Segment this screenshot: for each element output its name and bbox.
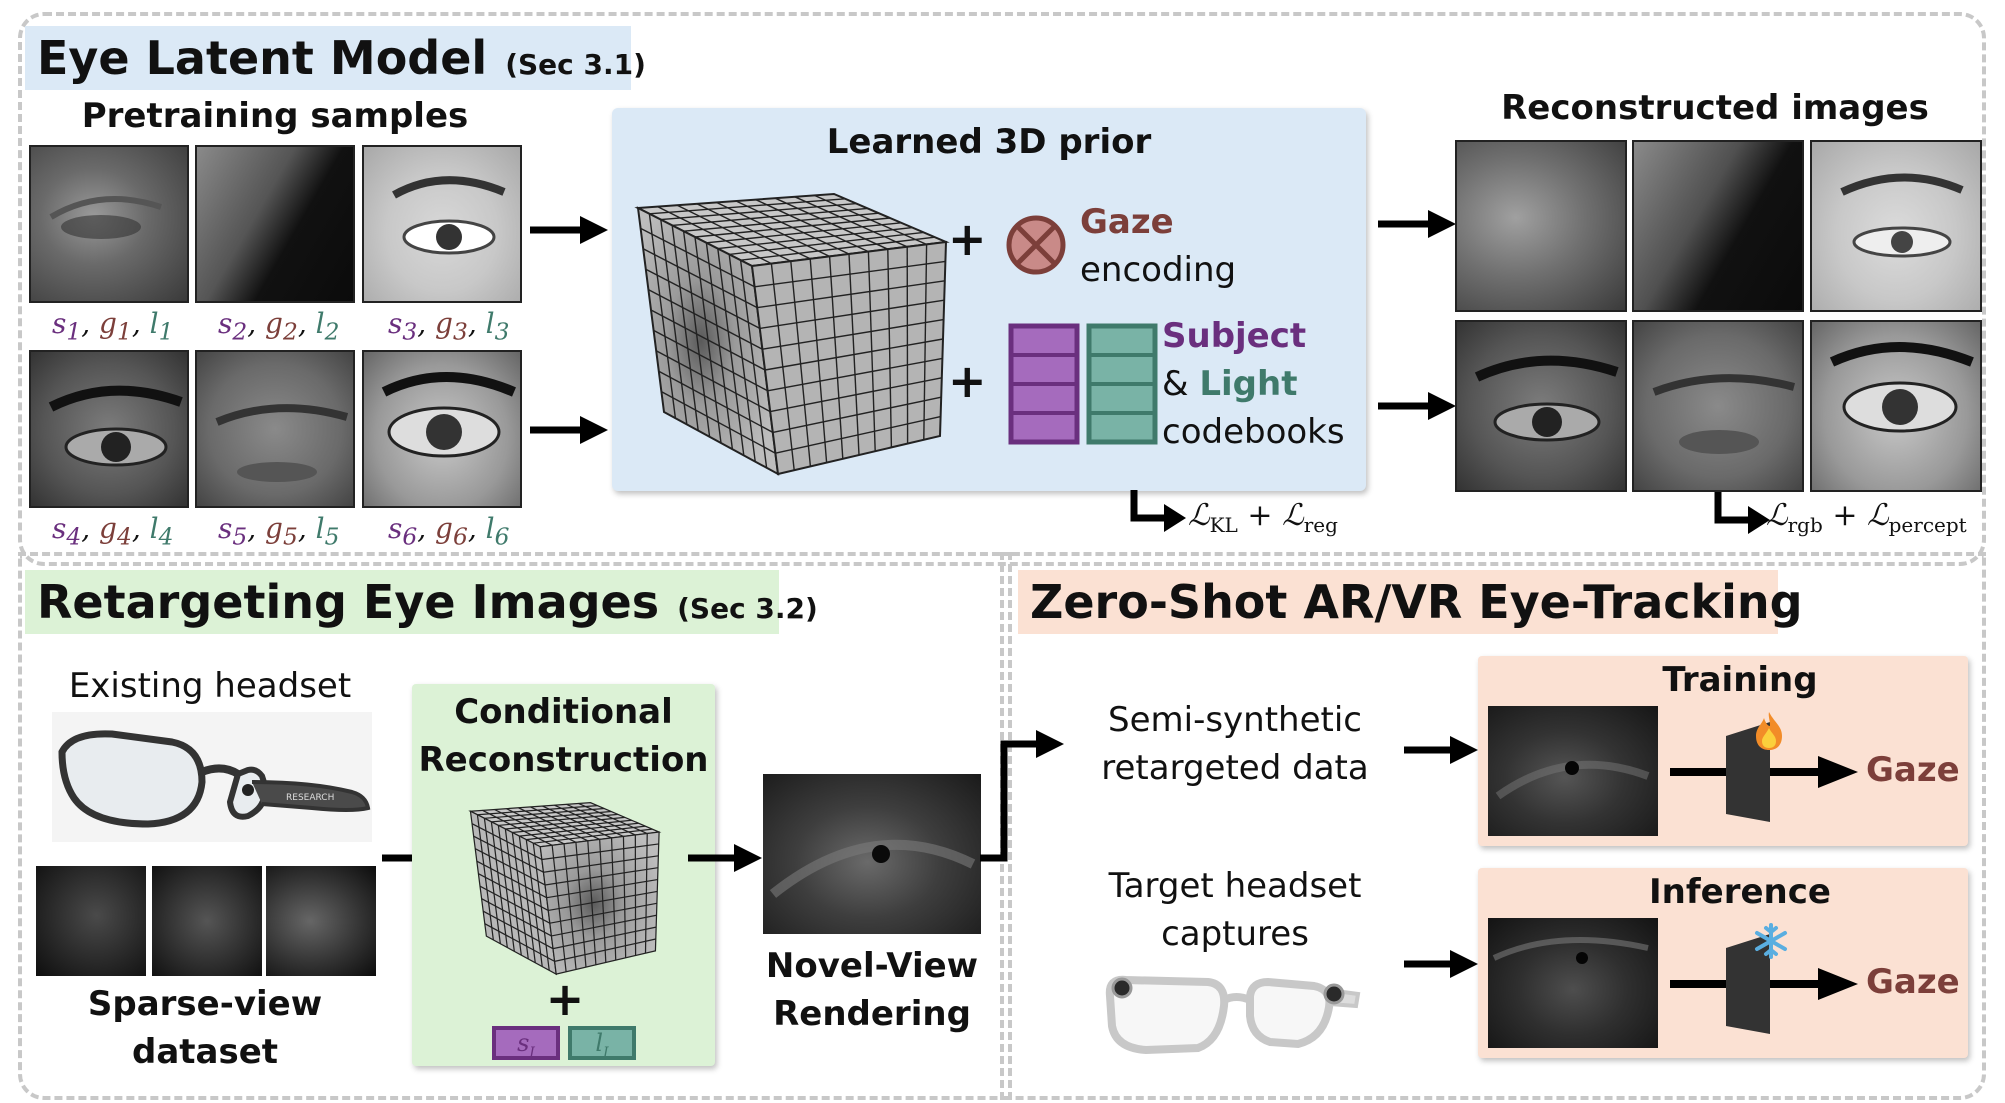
sparse-view-label-line2: dataset xyxy=(131,1032,279,1072)
gaze-word: Gaze xyxy=(1080,202,1174,242)
reconstructed-image-4 xyxy=(1455,320,1627,492)
inference-network-arrow xyxy=(1670,934,1858,1034)
arrow-novel-to-semi-synthetic xyxy=(980,730,1064,862)
pretraining-sample-4 xyxy=(29,350,189,508)
light-line: & Light xyxy=(1162,364,1297,404)
light-code-box: lI xyxy=(568,1026,636,1061)
semi-synthetic-line1: Semi-synthetic xyxy=(1108,700,1362,740)
sample-caption-4: s4, g4, l4 xyxy=(52,512,174,551)
retargeting-title: Retargeting Eye Images xyxy=(37,575,660,629)
retargeting-header: Retargeting Eye Images (Sec 3.2) xyxy=(25,570,818,634)
bottom-left-frame xyxy=(18,552,1012,1100)
light-codebook-icon xyxy=(1086,323,1158,445)
sample-caption-5: s5, g5, l5 xyxy=(218,512,340,551)
training-label: Training xyxy=(1662,660,1818,700)
arrow-samples-to-prior-bottom xyxy=(530,416,608,444)
pretraining-sample-6 xyxy=(362,350,522,508)
reconstructed-image-6 xyxy=(1810,320,1982,492)
subject-codebook-icon xyxy=(1008,323,1080,445)
inference-label: Inference xyxy=(1649,872,1831,912)
subject-word: Subject xyxy=(1162,316,1307,356)
plus-codebooks: + xyxy=(948,354,987,408)
arrow-recon-to-novel-view xyxy=(688,844,762,872)
reconstructed-image-1 xyxy=(1455,140,1627,312)
arrow-semi-to-training xyxy=(1404,736,1478,764)
conditional-grid-cube xyxy=(468,802,662,976)
arrow-prior-to-recon-bottom xyxy=(1378,392,1456,420)
target-headset-image xyxy=(1105,975,1361,1055)
sample-caption-1: s1, g1, l1 xyxy=(52,307,174,346)
loss-recon-elbow-arrow xyxy=(1714,492,1770,534)
existing-headset-label: Existing headset xyxy=(68,666,352,706)
cond-recon-line1: Conditional xyxy=(454,692,673,732)
training-network-arrow xyxy=(1670,722,1858,822)
snowflake-icon xyxy=(1755,923,1787,959)
amp-symbol: & xyxy=(1162,364,1189,404)
cond-recon-plus: + xyxy=(545,972,585,1026)
pretraining-sample-2 xyxy=(195,145,355,303)
eye-latent-model-header: Eye Latent Model (Sec 3.1) xyxy=(25,26,646,90)
zero-shot-header: Zero-Shot AR/VR Eye-Tracking xyxy=(1018,570,1803,634)
gaze-encoding-icon xyxy=(1006,215,1066,275)
reconstructed-images-label: Reconstructed images xyxy=(1501,88,1929,128)
pretraining-sample-1 xyxy=(29,145,189,303)
learned-3d-prior-title: Learned 3D prior xyxy=(826,122,1152,162)
light-word: Light xyxy=(1199,364,1298,404)
subject-code-box: sI xyxy=(492,1026,560,1061)
retargeting-sec: (Sec 3.2) xyxy=(677,592,818,625)
eye-latent-model-title: Eye Latent Model xyxy=(37,31,488,85)
sample-caption-3: s3, g3, l3 xyxy=(388,307,510,346)
reconstructed-image-5 xyxy=(1632,320,1804,492)
fire-icon xyxy=(1756,712,1782,750)
zero-shot-title: Zero-Shot AR/VR Eye-Tracking xyxy=(1030,575,1803,629)
sparse-view-image-3 xyxy=(266,866,376,976)
eye-latent-model-sec: (Sec 3.1) xyxy=(505,48,646,81)
cond-recon-line2: Reconstruction xyxy=(418,740,709,780)
encoding-word: encoding xyxy=(1080,250,1237,290)
reconstructed-image-3 xyxy=(1810,140,1982,312)
novel-view-line2: Rendering xyxy=(773,994,971,1034)
inference-gaze-output: Gaze xyxy=(1866,962,1960,1002)
pretraining-sample-5 xyxy=(195,350,355,508)
plus-gaze: + xyxy=(948,212,987,266)
pretraining-samples-label: Pretraining samples xyxy=(81,96,469,136)
training-eye-image xyxy=(1488,706,1658,836)
codebooks-word: codebooks xyxy=(1162,412,1345,452)
novel-view-image xyxy=(763,774,981,934)
novel-view-line1: Novel-View xyxy=(765,946,979,986)
sparse-view-image-1 xyxy=(36,866,146,976)
reconstructed-image-2 xyxy=(1632,140,1804,312)
arrow-samples-to-prior-top xyxy=(530,216,608,244)
inference-eye-image xyxy=(1488,918,1658,1048)
target-headset-line2: captures xyxy=(1161,914,1309,954)
training-gaze-output: Gaze xyxy=(1866,750,1960,790)
sparse-view-label-line1: Sparse-view xyxy=(87,984,323,1024)
sample-caption-2: s2, g2, l2 xyxy=(218,307,340,346)
existing-headset-image: RESEARCH xyxy=(52,712,372,842)
arrow-prior-to-recon-top xyxy=(1378,210,1456,238)
loss-prior-elbow-arrow xyxy=(1130,490,1186,532)
arrow-headset-to-recon xyxy=(382,854,416,862)
glasses-brand-text: RESEARCH xyxy=(286,793,334,803)
loss-recon-text: ℒrgb + ℒpercept xyxy=(1766,498,1967,537)
pretraining-sample-3 xyxy=(362,145,522,303)
semi-synthetic-line2: retargeted data xyxy=(1101,748,1369,788)
loss-prior-text: ℒKL + ℒreg xyxy=(1188,498,1338,537)
voxel-grid-cube xyxy=(634,192,950,476)
arrow-target-to-inference xyxy=(1404,950,1478,978)
target-headset-line1: Target headset xyxy=(1108,866,1362,906)
sample-caption-6: s6, g6, l6 xyxy=(388,512,510,551)
sparse-view-image-2 xyxy=(152,866,262,976)
